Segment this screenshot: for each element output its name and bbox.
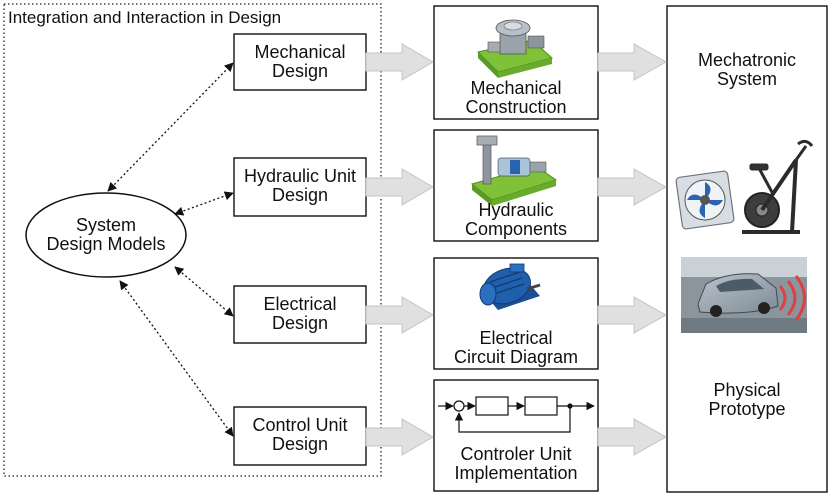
hydraulic-design-box xyxy=(233,157,367,217)
connector-electrical xyxy=(174,266,234,317)
block-arrow-electrical xyxy=(365,296,434,334)
mechanical-design-line-2: Design xyxy=(271,61,329,81)
mechanical-design-label: Mechanical Design xyxy=(234,43,366,81)
connector-mechanical xyxy=(107,62,234,192)
connector-hydraulic xyxy=(174,191,234,216)
control-design-line-1: Control Unit xyxy=(252,415,348,435)
hydraulic-components-line-2: Components xyxy=(464,219,568,239)
center-line-2: Design Models xyxy=(46,234,166,254)
integration-group-frame xyxy=(3,3,382,477)
controller-implementation-label: Controler Unit Implementation xyxy=(434,445,598,483)
hydraulic-design-label: Hydraulic Unit Design xyxy=(234,167,366,205)
controller-implementation-line-1: Controler Unit xyxy=(460,444,572,464)
prototype-line-1: Physical xyxy=(713,380,781,400)
mechatronic-system-label: Mechatronic System xyxy=(667,51,827,89)
hydraulic-components-line-1: Hydraulic xyxy=(478,200,554,220)
system-design-models-label: System Design Models xyxy=(26,216,186,254)
mechatronic-line-2: System xyxy=(716,69,777,89)
block-arrow-hydraulic xyxy=(365,168,434,206)
mechatronic-system-box xyxy=(666,5,828,493)
fan-icon xyxy=(675,170,735,230)
control-design-label: Control Unit Design xyxy=(234,416,366,454)
integration-group-title: Integration and Interaction in Design xyxy=(8,8,282,27)
hydraulic-components-label: Hydraulic Components xyxy=(434,201,598,239)
electric-motor-icon xyxy=(479,263,541,310)
mechanical-construction-line-2: Construction xyxy=(465,97,567,117)
car-parking-sensor-image xyxy=(681,257,807,333)
controller-implementation-box xyxy=(433,379,599,492)
electrical-circuit-label: Electrical Circuit Diagram xyxy=(434,329,598,367)
mechanical-construction-line-1: Mechanical xyxy=(470,78,562,98)
mechanical-assembly-icon xyxy=(477,19,554,78)
center-line-1: System xyxy=(75,215,136,235)
hydraulic-design-line-1: Hydraulic Unit xyxy=(243,166,357,186)
electrical-design-box xyxy=(233,285,367,344)
mechanical-design-box xyxy=(233,33,367,91)
block-arrow-construction-out xyxy=(597,43,668,81)
electrical-design-line-2: Design xyxy=(271,313,329,333)
block-arrow-components-out xyxy=(597,168,668,206)
control-loop-block-diagram-icon xyxy=(438,396,595,433)
hydraulic-design-line-2: Design xyxy=(271,185,329,205)
hydraulic-unit-icon xyxy=(470,135,558,206)
prototype-line-2: Prototype xyxy=(708,399,786,419)
electrical-circuit-line-2: Circuit Diagram xyxy=(453,347,579,367)
electrical-design-line-1: Electrical xyxy=(263,294,337,314)
block-arrow-circuit-out xyxy=(597,296,668,334)
control-design-line-2: Design xyxy=(271,434,329,454)
connector-control xyxy=(119,280,234,437)
block-arrow-control xyxy=(365,418,434,456)
mechatronic-line-1: Mechatronic xyxy=(697,50,797,70)
mechanical-design-line-1: Mechanical xyxy=(254,42,346,62)
electrical-circuit-line-1: Electrical xyxy=(479,328,553,348)
mechanical-construction-label: Mechanical Construction xyxy=(434,79,598,117)
electrical-design-label: Electrical Design xyxy=(234,295,366,333)
block-arrow-implementation-out xyxy=(597,418,668,456)
block-arrow-mechanical xyxy=(365,43,434,81)
exercise-bike-icon xyxy=(742,139,814,234)
system-design-models-ellipse xyxy=(25,192,187,278)
physical-prototype-label: Physical Prototype xyxy=(667,381,827,419)
controller-implementation-line-2: Implementation xyxy=(454,463,578,483)
